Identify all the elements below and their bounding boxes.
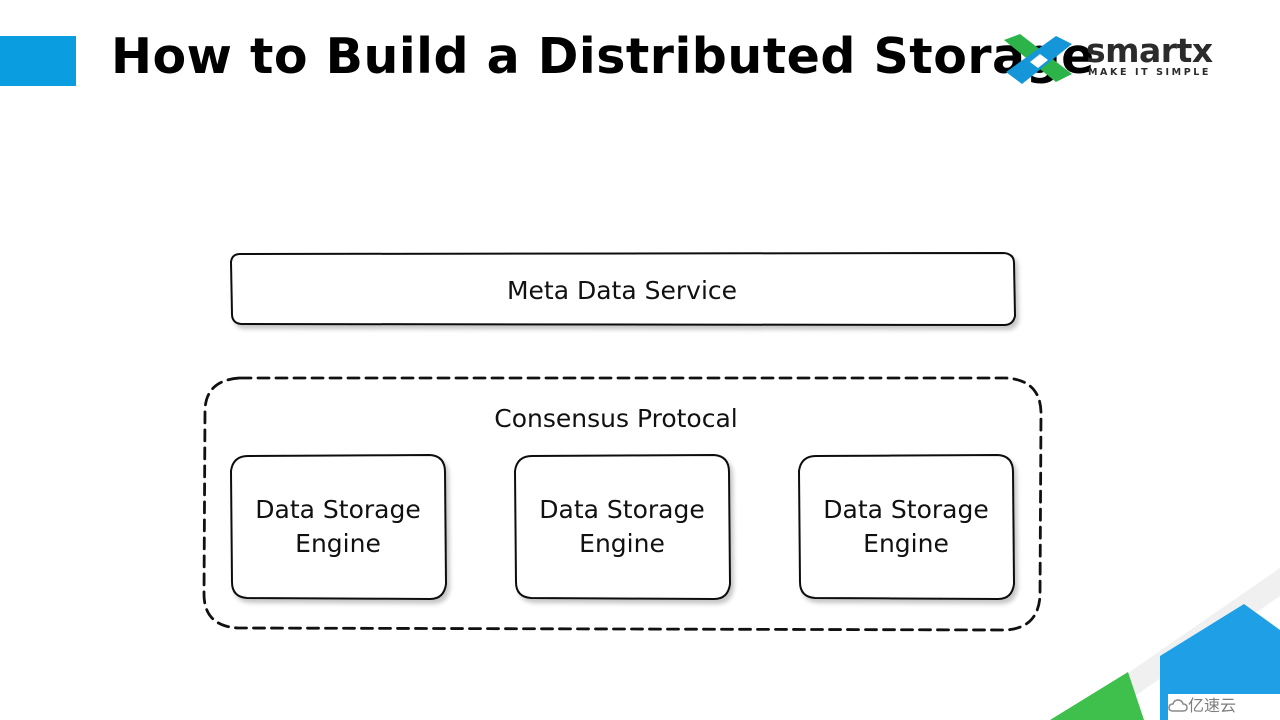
data-storage-engine-box-3: [797, 453, 1016, 601]
logo-wordmark: smartx: [1086, 31, 1213, 70]
consensus-protocol-group: [202, 376, 1043, 632]
smartx-logo-icon: [1004, 34, 1072, 84]
slide-title: How to Build a Distributed Storage: [111, 28, 1095, 85]
consensus-protocol-label: Consensus Protocal: [494, 404, 738, 433]
corner-decoration: [1050, 568, 1280, 720]
title-accent-bar: [0, 36, 76, 86]
data-storage-engine-box-1: [229, 453, 448, 601]
data-storage-engine-label-3: Data Storage Engine: [823, 495, 989, 558]
data-storage-engine-label-2: Data Storage Engine: [539, 495, 705, 558]
data-storage-engine-box-2: [513, 453, 732, 601]
logo-tagline: MAKE IT SIMPLE: [1088, 67, 1212, 78]
smartx-logo: smartx MAKE IT SIMPLE: [1004, 31, 1234, 88]
meta-data-service-label: Meta Data Service: [506, 276, 738, 305]
cloud-icon: [1168, 699, 1188, 712]
watermark-text: 亿速云: [1188, 696, 1237, 715]
meta-data-service-box: [229, 251, 1017, 327]
data-storage-engine-label-1: Data Storage Engine: [255, 495, 421, 558]
